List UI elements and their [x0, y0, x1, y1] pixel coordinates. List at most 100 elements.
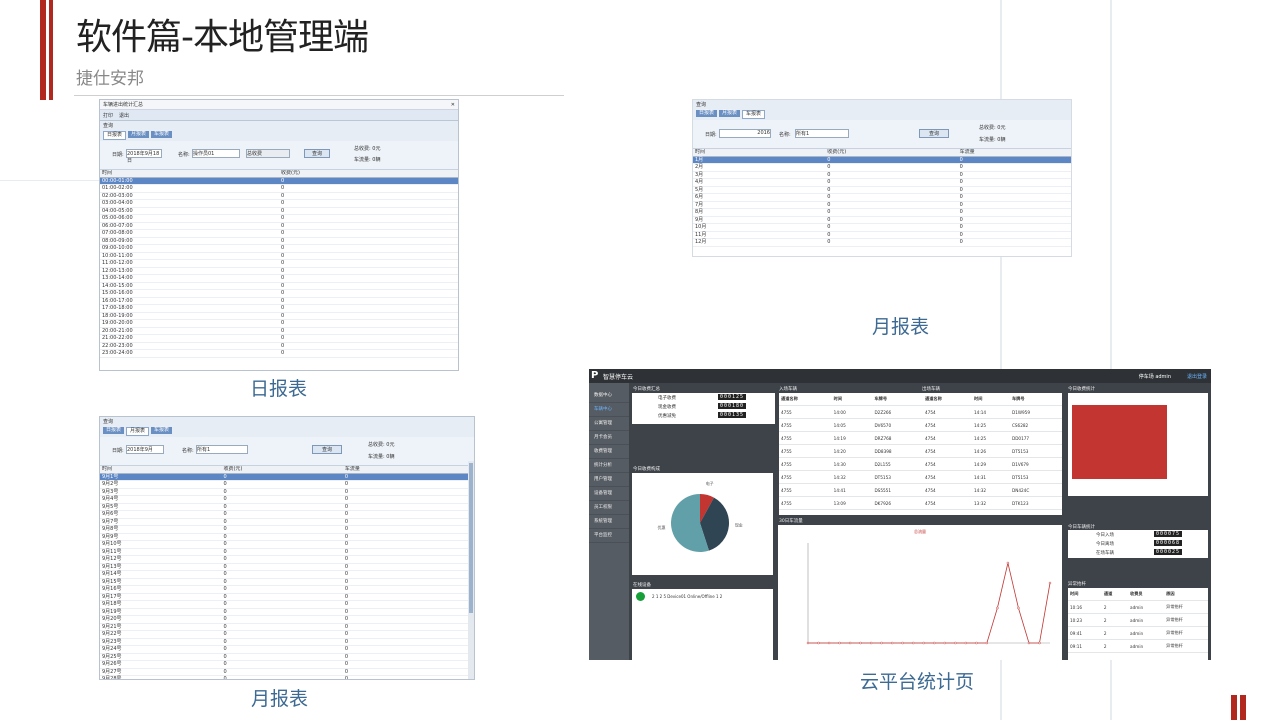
year-field[interactable]: 2016 — [719, 129, 771, 138]
sidebar-item[interactable]: 数据中心 — [589, 389, 629, 403]
name-select[interactable]: 操作员01 — [192, 149, 240, 158]
data-point[interactable] — [859, 641, 862, 645]
data-point[interactable] — [806, 641, 810, 645]
data-point[interactable] — [1027, 641, 1031, 645]
sidebar-item[interactable]: 设备管理 — [589, 487, 629, 501]
scrollbar[interactable] — [468, 461, 474, 679]
data-point[interactable] — [848, 641, 852, 645]
pie-slice[interactable] — [700, 497, 729, 551]
sidebar-item[interactable]: 员工权限 — [589, 501, 629, 515]
query-button[interactable]: 查询 — [304, 149, 330, 158]
legend-entry[interactable]: 总流量 — [914, 528, 926, 534]
type-select[interactable]: 总收费 — [246, 149, 290, 158]
date-field[interactable]: 2018年9月18日 — [126, 149, 162, 164]
data-point[interactable] — [911, 641, 915, 645]
pie-slice[interactable] — [700, 494, 714, 523]
data-point[interactable] — [1048, 581, 1052, 585]
close-icon[interactable]: ✕ — [450, 101, 455, 108]
data-point[interactable] — [890, 641, 894, 645]
logout-link[interactable]: 退出登录 — [1186, 374, 1207, 380]
tab-vehicle[interactable]: 车报表 — [151, 427, 173, 434]
data-point[interactable] — [869, 641, 873, 645]
data-point[interactable] — [975, 641, 978, 645]
query-button[interactable]: 查询 — [312, 445, 342, 454]
sidebar-item[interactable]: 用户管理 — [589, 473, 629, 487]
data-point[interactable] — [880, 641, 883, 645]
data-point[interactable] — [996, 606, 999, 610]
tab-monthly[interactable]: 月报表 — [719, 110, 741, 117]
data-point[interactable] — [901, 641, 904, 645]
tab-vehicle[interactable]: 车报表 — [151, 131, 173, 138]
data-point[interactable] — [954, 641, 957, 645]
sidebar-item[interactable]: 统计分析 — [589, 459, 629, 473]
sidebar-item[interactable]: 系统管理 — [589, 515, 629, 529]
sidebar-item[interactable]: 月卡会员 — [589, 431, 629, 445]
data-point[interactable] — [933, 641, 936, 645]
tab-vehicle[interactable]: 车报表 — [742, 110, 766, 119]
scrollbar-thumb[interactable] — [469, 463, 473, 613]
query-button[interactable]: 查询 — [919, 129, 949, 138]
data-point[interactable] — [827, 641, 831, 645]
data-point[interactable] — [943, 641, 947, 645]
name-select[interactable]: 所有1 — [795, 129, 849, 138]
tab-monthly[interactable]: 月报表 — [128, 131, 150, 138]
